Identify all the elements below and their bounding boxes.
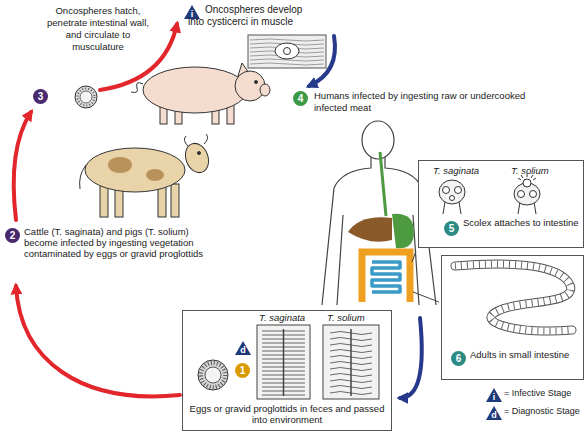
step-number: 3 [33, 89, 48, 104]
scolex [450, 196, 455, 201]
cycle-arrow [400, 318, 422, 398]
egg [205, 367, 221, 383]
cow [80, 134, 213, 217]
pig [260, 84, 270, 96]
step-text: Oncospheres hatch, penetrate intestinal … [42, 5, 154, 53]
pig [131, 63, 270, 124]
step-text: Humans infected by ingesting raw or unde… [314, 90, 550, 114]
oncosphere [75, 86, 97, 108]
scolex [530, 191, 537, 198]
adult-worm [455, 264, 572, 331]
legend-text: = Diagnostic Stage [504, 406, 580, 417]
stage-box: 6 Adults in small intestine [441, 255, 584, 380]
muscle-cysticercus [284, 48, 291, 55]
species-name: T. solium [327, 312, 365, 323]
box-ground [441, 255, 584, 380]
egg [201, 363, 225, 387]
step-text: Cattle (T. saginata) and pigs (T. solium… [24, 226, 224, 259]
stage-box: T. saginata T. solium d 1Eggs or gravid pro… [182, 310, 392, 431]
muscle-cysticercus [248, 35, 326, 68]
gravid-proglottid [323, 325, 379, 399]
oncosphere [78, 89, 95, 106]
human-figure [380, 152, 386, 216]
human-figure [362, 252, 410, 302]
gravid-proglottid [257, 325, 310, 399]
cow [198, 152, 201, 155]
pig [235, 71, 265, 101]
scolex [455, 187, 462, 194]
step-text: Eggs or gravid proglottids in feces and … [187, 403, 387, 425]
species-name: T. saginata [259, 312, 305, 323]
cycle-arrow [14, 112, 31, 220]
muscle-cysticercus [275, 43, 299, 59]
step-number: 5 [444, 221, 459, 236]
step-number: 2 [5, 228, 20, 243]
species-name: T. saginata [433, 165, 479, 176]
step-text: Scolex attaches to intestine [463, 217, 579, 228]
species-name: T. solium [511, 165, 549, 176]
muscle-cysticercus [250, 39, 324, 65]
cow [146, 169, 164, 181]
gravid-proglottid [262, 331, 305, 395]
adult-worm [455, 264, 572, 331]
box-ground [182, 310, 392, 431]
box-ground [418, 160, 584, 248]
human-figure [392, 214, 414, 248]
step-number: 4 [293, 91, 308, 106]
stage-box: T. saginata T. solium 5 Scolex attaches to … [418, 160, 584, 248]
cow [171, 184, 179, 217]
cow [182, 140, 213, 176]
legend-symbol: i [486, 388, 502, 402]
scolex [518, 191, 525, 198]
pig [255, 81, 258, 84]
stage-symbol: d [235, 341, 251, 355]
human-figure [412, 251, 439, 302]
oncosphere [75, 86, 97, 108]
legend-symbol: d [486, 406, 502, 420]
cow [100, 184, 108, 217]
pig [131, 83, 143, 93]
gravid-proglottid [257, 325, 379, 399]
step-text: Adults in small intestine [470, 349, 580, 360]
pig [143, 67, 247, 113]
egg [198, 360, 228, 390]
step-number: 1 [235, 363, 250, 378]
oncosphere [80, 91, 92, 103]
scolex [439, 180, 465, 204]
muscle-cysticercus [248, 35, 326, 68]
cow [80, 165, 86, 189]
step-text: Oncospheres develop into cysticerci in m… [188, 4, 316, 28]
cycle-arrow [16, 286, 180, 396]
adult-worm [455, 264, 572, 331]
gravid-proglottid [330, 332, 372, 395]
legend-text: = Infective Stage [504, 388, 571, 399]
box-ground [182, 160, 584, 431]
human-figure [372, 262, 400, 292]
human-figure [362, 121, 394, 159]
cow [85, 148, 185, 192]
adult-worm [455, 264, 572, 331]
human-figure [348, 217, 392, 242]
scolex [443, 187, 450, 194]
cow [108, 157, 132, 173]
scolex [439, 174, 540, 214]
step-number: 6 [451, 351, 466, 366]
egg [198, 360, 228, 390]
scolex [523, 179, 531, 187]
